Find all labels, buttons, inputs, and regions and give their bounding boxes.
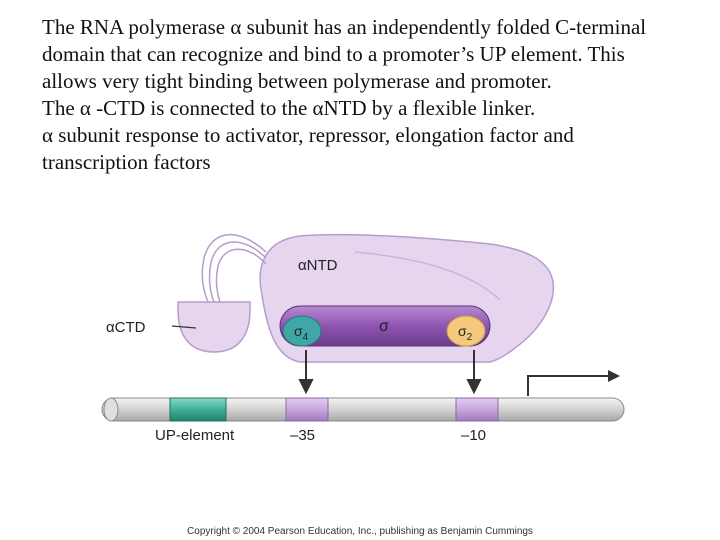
sigma-label: σ — [379, 318, 389, 335]
sigma2-domain — [446, 315, 486, 347]
paragraph-response: α subunit response to activator, repress… — [42, 123, 574, 174]
antd-label: αNTD — [298, 257, 338, 274]
paragraph-up-element: The RNA polymerase α subunit has an inde… — [42, 15, 647, 93]
actd-pointer-line — [171, 325, 197, 329]
binding-arrows — [298, 350, 482, 395]
copyright-notice: Copyright © 2004 Pearson Education, Inc.… — [187, 526, 533, 537]
minus35-label: –35 — [290, 427, 315, 444]
dna-end-cap — [103, 397, 119, 422]
actd-label: αCTD — [106, 319, 146, 336]
sigma2-subscript: 2 — [467, 332, 473, 343]
sigma2-symbol: σ — [458, 323, 467, 339]
transcription-start-arrow — [527, 370, 620, 396]
sigma-factor — [279, 305, 491, 347]
minus10-box — [455, 397, 499, 422]
flexible-linker — [201, 234, 267, 303]
sigma4-domain — [282, 315, 322, 347]
minus10-label: –10 — [461, 427, 486, 444]
minus35-box — [285, 397, 329, 422]
sigma2-label: σ2 — [458, 323, 473, 343]
sigma4-label: σ4 — [294, 323, 309, 343]
arrow-head-minus35 — [298, 379, 314, 395]
sigma4-symbol: σ — [294, 323, 303, 339]
paragraph-linker: The α -CTD is connected to the αNTD by a… — [42, 96, 536, 120]
up-element-label: UP-element — [155, 427, 235, 444]
up-element-region — [169, 397, 227, 422]
sigma4-subscript: 4 — [303, 332, 309, 343]
polymerase-fold-line — [354, 251, 501, 301]
arrow-head-minus10 — [466, 379, 482, 395]
text-block: The RNA polymerase α subunit has an inde… — [42, 14, 682, 176]
